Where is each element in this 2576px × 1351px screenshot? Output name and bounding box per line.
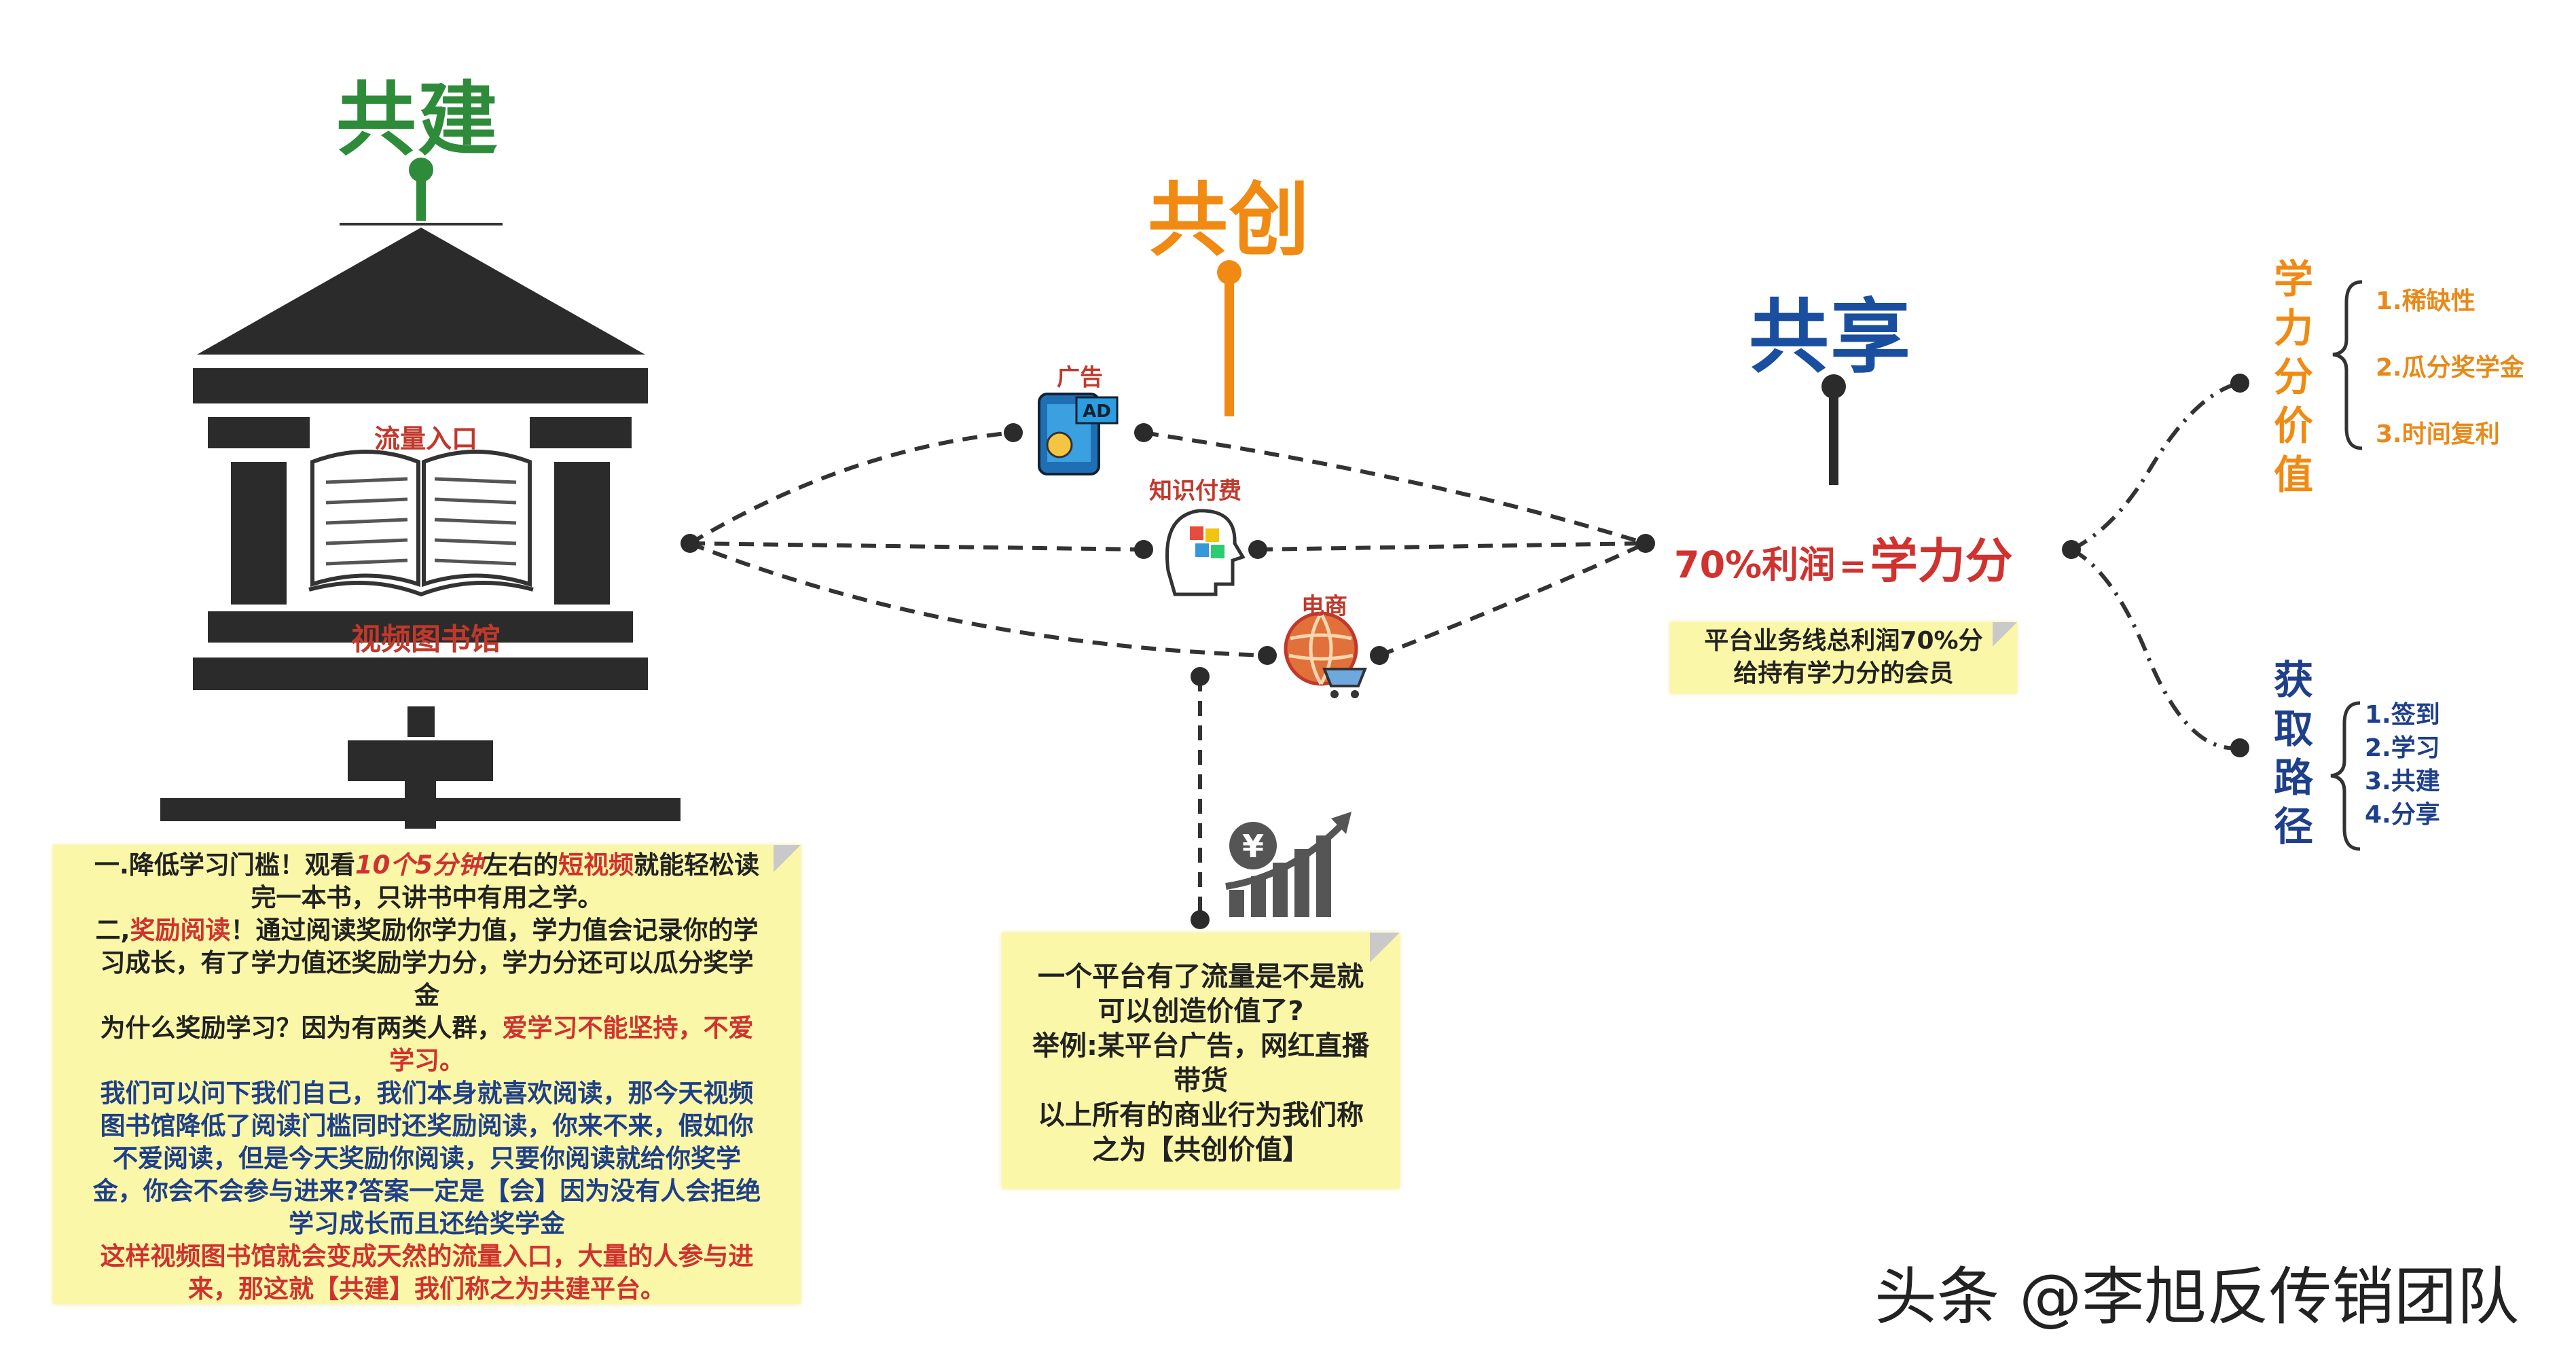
note-text-segment: 二, (95, 916, 130, 945)
profit-share-note-line: 给持有学力分的会员 (1733, 660, 1954, 687)
brain-puzzle-icon (1165, 509, 1246, 596)
note-line: 之为【共创价值】 (1092, 1134, 1309, 1166)
note-text-segment: 完一本书，只讲书中有用之学。 (251, 883, 603, 912)
note-text-segment: 就能轻松读 (634, 850, 760, 880)
value-item: 2.瓜分奖学金 (2376, 354, 2524, 382)
globe-cart-icon (1284, 611, 1367, 698)
formula-left: 70%利润 (1674, 543, 1836, 586)
right-connectors (2070, 381, 2241, 751)
acquisition-path-title: 获取路径 (2267, 659, 2313, 854)
open-book-icon (308, 450, 534, 597)
note-line: 带货 (1174, 1065, 1228, 1096)
value-item: 1.稀缺性 (2376, 287, 2475, 315)
connector-nodes (681, 374, 2249, 929)
note-text-segment: ！通过阅读奖励你学力值，学力值会记录你的学 (230, 916, 759, 945)
green-pin-icon (340, 158, 503, 226)
note-text-segment: 一.降低学习门槛！观看 (94, 850, 355, 880)
yuan-growth-chart-icon: ¥ (1225, 812, 1352, 917)
note-line: 这样视频图书馆就会变成天然的流量入口，大量的人参与进 (53, 1240, 801, 1273)
formula-right: 学力分 (1870, 533, 2013, 589)
value-item: 3.时间复利 (2376, 420, 2500, 448)
ad-phone-icon: AD (1038, 393, 1119, 475)
orange-pin-icon (1217, 260, 1241, 416)
note-line: 以上所有的商业行为我们称 (1038, 1100, 1364, 1131)
svg-text:¥: ¥ (1242, 828, 1264, 865)
note-line: 金，你会不会参与进来?答案一定是【会】因为没有人会拒绝 (53, 1175, 801, 1208)
study-score-value-list: 1.稀缺性 2.瓜分奖学金 3.时间复利 (2376, 268, 2524, 468)
branch-label-ad: 广告 (1057, 364, 1103, 391)
traffic-entry-label: 流量入口 (374, 424, 477, 454)
branch-label-knowledge: 知识付费 (1149, 478, 1241, 505)
library-building-icon (160, 228, 681, 829)
note-text-segment: 为什么奖励学习？因为有两类人群， (100, 1013, 503, 1043)
note-text-segment: 不爱阅读，但是今天奖励你阅读，只要你阅读就给你奖学 (113, 1144, 741, 1173)
note-text-segment: 10个5分钟 (355, 850, 484, 880)
note-line: 完一本书，只讲书中有用之学。 (53, 882, 801, 914)
note-line: 来，那这就【共建】我们称之为共建平台。 (53, 1273, 801, 1305)
gongjian-title: 共建 (336, 73, 500, 166)
gongjian-explanation-note: 一.降低学习门槛！观看10个5分钟左右的短视频就能轻松读完一本书，只讲书中有用之… (53, 845, 801, 1304)
gongchuang-explanation-note: 一个平台有了流量是不是就 可以创造价值了? 举例:某平台广告，网红直播 带货 以… (1002, 933, 1400, 1189)
note-text-segment: 学习。 (389, 1046, 465, 1075)
study-score-value-title: 学力分价值 (2267, 258, 2313, 503)
note-text-segment: 奖励阅读 (130, 916, 231, 945)
video-library-label: 视频图书馆 (351, 622, 501, 657)
note-text-segment: 习成长，有了学力值还奖励学力分，学力分还可以瓜分奖学 (100, 948, 754, 977)
note-line: 习成长，有了学力值还奖励学力分，学力分还可以瓜分奖学 (53, 947, 801, 979)
note-line: 金 (53, 979, 801, 1012)
watermark: 头条 @李旭反传销团队 (1874, 1261, 2520, 1333)
note-line: 举例:某平台广告，网红直播 (1032, 1030, 1369, 1062)
note-line: 图书馆降低了阅读门槛同时还奖励阅读，你来不来，假如你 (53, 1110, 801, 1142)
note-line: 为什么奖励学习？因为有两类人群，爱学习不能坚持，不爱 (53, 1012, 801, 1045)
profit-share-note: 平台业务线总利润70%分 给持有学力分的会员 (1670, 622, 2017, 693)
note-line: 学习。 (53, 1045, 801, 1077)
note-line: 一.降低学习门槛！观看10个5分钟左右的短视频就能轻松读 (53, 849, 801, 882)
path-item: 4.分享 (2365, 801, 2440, 829)
svg-text:AD: AD (1083, 401, 1111, 422)
note-line: 一个平台有了流量是不是就 (1038, 961, 1364, 992)
branch-label-ecommerce: 电商 (1301, 593, 1347, 620)
note-text-segment: 短视频 (558, 850, 634, 880)
note-text-segment: 这样视频图书馆就会变成天然的流量入口，大量的人参与进 (100, 1242, 754, 1271)
path-item: 3.共建 (2365, 768, 2440, 795)
note-text-segment: 金，你会不会参与进来?答案一定是【会】因为没有人会拒绝 (92, 1176, 761, 1206)
path-item: 1.签到 (2365, 701, 2440, 729)
formula: 70%利润 = 学力分 (1674, 523, 2013, 592)
brace-icon (2330, 280, 2363, 851)
note-text-segment: 我们可以问下我们自己，我们本身就喜欢阅读，那今天视频 (100, 1079, 754, 1108)
note-text-segment: 来，那这就【共建】我们称之为共建平台。 (188, 1274, 666, 1303)
note-line: 可以创造价值了? (1097, 996, 1304, 1027)
gongchuang-title: 共创 (1148, 173, 1311, 267)
acquisition-path-list: 1.签到 2.学习 3.共建 4.分享 (2365, 698, 2440, 831)
note-text-segment: 金 (414, 981, 439, 1010)
note-text-segment: 左右的 (483, 850, 559, 880)
note-text-segment: 学习成长而且还给奖学金 (289, 1209, 565, 1238)
note-line: 学习成长而且还给奖学金 (53, 1208, 801, 1240)
note-line: 二,奖励阅读！通过阅读奖励你学力值，学力值会记录你的学 (53, 914, 801, 947)
dark-pin-icon (1821, 374, 1846, 485)
gongxiang-title: 共享 (1749, 290, 1912, 384)
path-item: 2.学习 (2365, 734, 2440, 762)
note-line: 我们可以问下我们自己，我们本身就喜欢阅读，那今天视频 (53, 1077, 801, 1110)
formula-equals: = (1838, 547, 1867, 586)
note-text-segment: 爱学习不能坚持，不爱 (502, 1013, 754, 1043)
note-line: 不爱阅读，但是今天奖励你阅读，只要你阅读就给你奖学 (53, 1142, 801, 1175)
connector-lines (689, 431, 1647, 920)
note-text-segment: 图书馆降低了阅读门槛同时还奖励阅读，你来不来，假如你 (100, 1111, 754, 1140)
profit-share-note-line: 平台业务线总利润70%分 (1704, 627, 1983, 655)
